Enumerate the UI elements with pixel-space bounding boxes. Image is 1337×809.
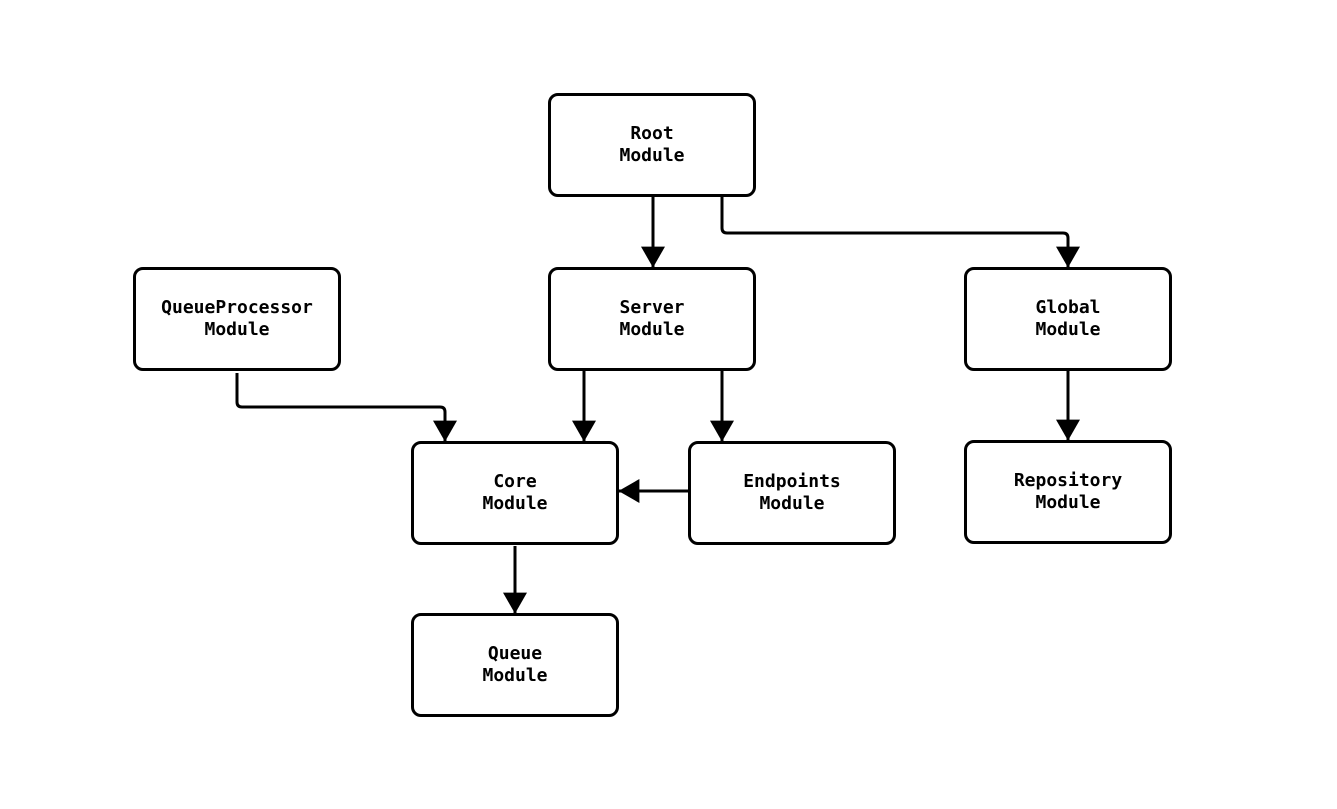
edge-root-to-global [720,197,1080,268]
node-core-module: Core Module [411,441,619,545]
node-repository-module: Repository Module [964,440,1172,544]
node-server-module: Server Module [548,267,756,371]
node-root-module: Root Module [548,93,756,197]
edge-queueprocessor-to-core [235,373,457,442]
node-queueprocessor-module: QueueProcessor Module [133,267,341,371]
node-queue-module: Queue Module [411,613,619,717]
node-endpoints-module: Endpoints Module [688,441,896,545]
node-global-module: Global Module [964,267,1172,371]
